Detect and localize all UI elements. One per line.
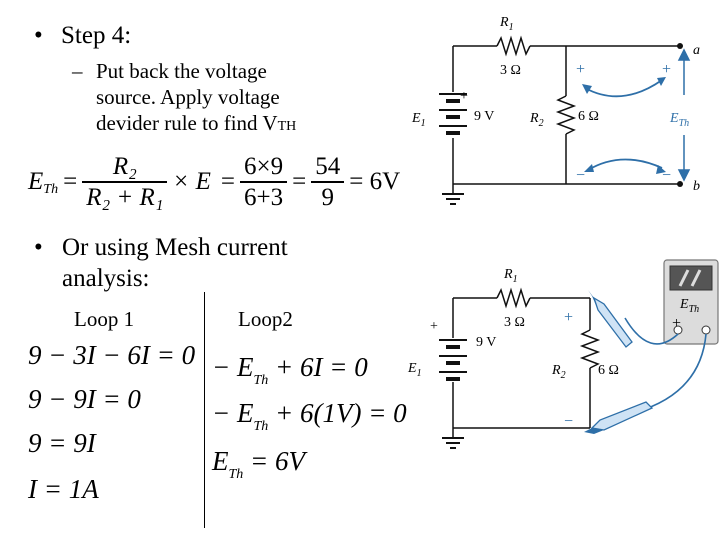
plus-right: + — [662, 61, 671, 78]
loop1-eq-3: 9 = 9I — [28, 428, 96, 458]
bullet-dot: • — [34, 234, 43, 261]
loop2-eq-3: ETh = 6V — [212, 446, 306, 482]
r2-resistor — [579, 329, 601, 369]
probe-negative — [584, 401, 654, 434]
plus-probe: + — [564, 309, 573, 326]
mesh-text: Or using Mesh current analysis: — [62, 234, 288, 292]
minus-left: − — [576, 167, 585, 184]
fraction-3: 54 9 — [311, 152, 345, 212]
bullet-step4: • Step 4: — [34, 20, 131, 51]
loop2-title: Loop2 — [238, 307, 293, 331]
node-b — [677, 181, 683, 187]
e1-plus: + — [460, 89, 468, 104]
e1-value: 9 V — [474, 109, 494, 124]
sub-line-3: devider rule to find VTH — [96, 111, 297, 135]
fraction-2: 6×9 6+3 — [240, 152, 288, 212]
r1-resistor — [496, 35, 531, 57]
sub-line-2: source. Apply voltage — [96, 85, 280, 109]
e1-label: E1 — [411, 111, 426, 129]
r2-label: R2 — [529, 111, 544, 129]
e1-value: 9 V — [476, 335, 496, 350]
node-a — [677, 43, 683, 49]
e1-plus: + — [430, 319, 438, 334]
sub-line-1: Put back the voltage — [96, 59, 267, 83]
circuit-diagram-thevenin: R1 3 Ω E1 9 V + R2 6 Ω ETh a b + + − − — [411, 15, 700, 205]
r1-value: 3 Ω — [500, 63, 521, 78]
r2-resistor — [555, 95, 577, 135]
circuit-diagram-voltmeter: R1 3 Ω E1 9 V + R2 6 Ω + − ETh + — [407, 259, 719, 449]
step4-sub-text: Put back the voltage source. Apply volta… — [96, 58, 396, 140]
bullet-mesh: • — [34, 232, 43, 263]
ground-symbol — [442, 193, 464, 205]
loop2-eq-2: − ETh + 6(1V) = 0 — [212, 398, 407, 434]
step4-sub-bullet: – — [72, 58, 83, 84]
battery-e1 — [439, 93, 467, 135]
r1-label: R1 — [499, 15, 514, 33]
r1-resistor — [496, 287, 531, 309]
node-a-label: a — [693, 43, 700, 58]
plus-left: + — [576, 61, 585, 78]
probe-positive — [588, 290, 633, 348]
dash-marker: – — [72, 59, 83, 83]
fraction-1: R₂ R₂ + R₁ — [82, 152, 168, 212]
loop-divider — [204, 292, 205, 528]
r1-value: 3 Ω — [504, 315, 525, 330]
loop2-eq-1: − ETh + 6I = 0 — [212, 352, 368, 388]
node-b-label: b — [693, 179, 700, 194]
eth-label: ETh — [669, 111, 689, 129]
bullet-dot: • — [34, 22, 43, 49]
battery-e1 — [439, 339, 467, 381]
ground-symbol — [442, 437, 464, 449]
r2-label: R2 — [551, 363, 566, 381]
r1-label: R1 — [503, 267, 518, 285]
meter-label: ETh — [679, 297, 699, 315]
loop1-eq-4: I = 1A — [28, 474, 99, 504]
r2-value: 6 Ω — [598, 363, 619, 378]
formula-lhs: E — [28, 168, 44, 195]
loop1-eq-2: 9 − 9I = 0 — [28, 384, 141, 414]
minus-right: − — [662, 167, 671, 184]
loop1-eq-1: 9 − 3I − 6I = 0 — [28, 340, 196, 370]
e1-label: E1 — [407, 361, 422, 379]
voltmeter — [663, 259, 719, 345]
r2-value: 6 Ω — [578, 109, 599, 124]
step4-heading: Step 4: — [61, 22, 132, 49]
loop1-title: Loop 1 — [74, 307, 135, 331]
minus-probe: − — [564, 413, 573, 430]
meter-plus: + — [672, 315, 681, 332]
